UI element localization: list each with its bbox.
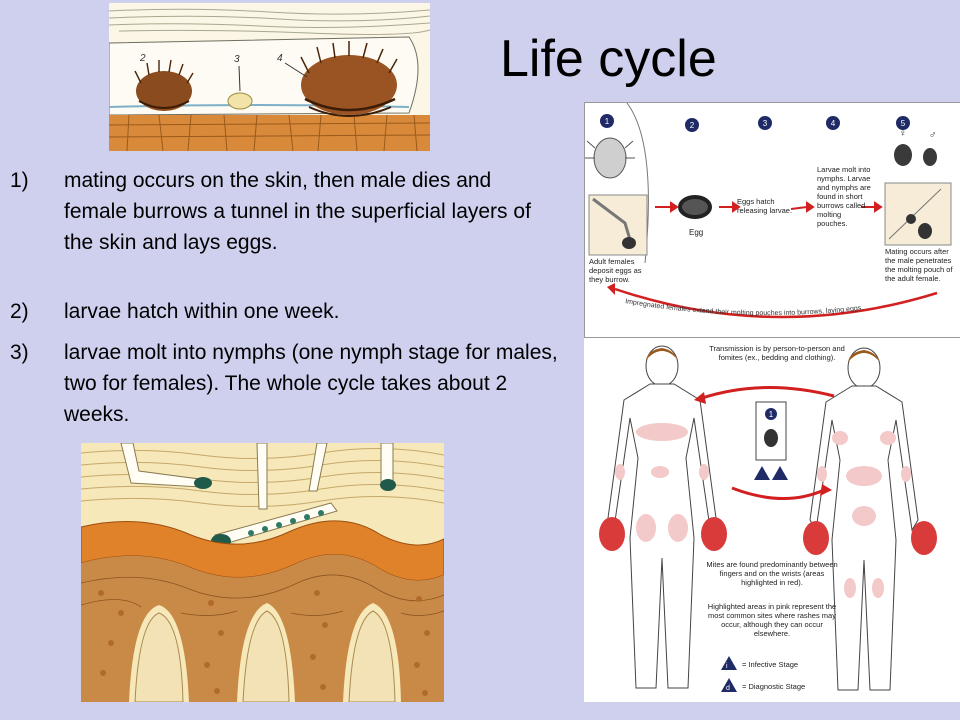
list-text: mating occurs on the skin, then male die… xyxy=(64,169,531,254)
list-number: 3) xyxy=(10,341,29,364)
legend-diagnostic-label: = Diagnostic Stage xyxy=(742,682,806,691)
human-figure-back xyxy=(599,345,727,689)
transmission-caption: Transmission is by person-to-person and … xyxy=(709,344,845,362)
stage-number-4: 4 xyxy=(831,119,836,128)
male-mite-icon xyxy=(923,148,937,166)
cdc-life-cycle-diagram: 1 2 3 4 5 ♀ ♂ Egg Impregnated females ex… xyxy=(584,102,960,338)
list-text: larvae molt into nymphs (one nymph stage… xyxy=(64,341,558,426)
eggs-hatch-caption: Eggs hatch releasing larvae. xyxy=(737,197,793,215)
egg-icon xyxy=(227,92,253,110)
pink-areas-caption: Highlighted areas in pink represent the … xyxy=(707,602,837,638)
list-number: 2) xyxy=(10,300,29,323)
mites-location-caption: Mites are found predominantly between fi… xyxy=(706,560,838,587)
mating-caption: Mating occurs after the male penetrates … xyxy=(885,247,953,283)
list-item-1: 1) mating occurs on the skin, then male … xyxy=(10,165,560,258)
stage-number-circle xyxy=(765,408,777,420)
legend-infective-label: = Infective Stage xyxy=(742,660,799,669)
diagnostic-stage-icon xyxy=(754,466,770,480)
list-text: larvae hatch within one week. xyxy=(64,300,340,323)
human-figure-front xyxy=(803,347,937,691)
label-2: 2 xyxy=(139,53,146,64)
burrow-mites-illustration: 2 3 4 xyxy=(109,3,430,151)
body-transmission-diagram: 1 i d Transmission is by person-to-perso… xyxy=(584,338,960,702)
skin-cross-section-illustration xyxy=(81,443,444,702)
adult-females-caption: Adult females deposit eggs as they burro… xyxy=(589,257,642,284)
infective-legend-icon xyxy=(721,656,737,670)
female-mite-icon xyxy=(300,41,398,117)
male-symbol: ♂ xyxy=(929,130,937,141)
larvae-caption: Larvae molt into nymphs. Larvae and nymp… xyxy=(817,165,871,228)
mite-icon xyxy=(764,429,778,447)
diagnostic-legend-icon xyxy=(721,678,737,692)
legend-letter-i: i xyxy=(726,663,728,670)
female-mite-icon-2 xyxy=(894,144,912,166)
list-item-2: 2) larvae hatch within one week. xyxy=(10,296,560,327)
slide-title: Life cycle xyxy=(500,30,717,88)
label-3: 3 xyxy=(234,54,240,65)
male-mite-icon xyxy=(134,59,194,111)
infective-stage-icon xyxy=(772,466,788,480)
stage-number-3: 3 xyxy=(763,119,768,128)
label-4: 4 xyxy=(277,53,283,64)
center-stage-number: 1 xyxy=(769,410,774,419)
list-number: 1) xyxy=(10,169,29,192)
egg-label: Egg xyxy=(689,228,703,237)
arc-caption: Impregnated females extend their molting… xyxy=(625,298,864,317)
female-mite-icon xyxy=(622,237,636,249)
mite-icon xyxy=(593,137,627,179)
stage-number-circles xyxy=(600,114,910,132)
stage-number-5: 5 xyxy=(901,119,906,128)
female-symbol: ♀ xyxy=(899,128,907,139)
stage-number-1: 1 xyxy=(605,117,610,126)
list-item-3: 3) larvae molt into nymphs (one nymph st… xyxy=(10,337,560,430)
legend-letter-d: d xyxy=(726,685,730,692)
stage-number-2: 2 xyxy=(690,121,695,130)
